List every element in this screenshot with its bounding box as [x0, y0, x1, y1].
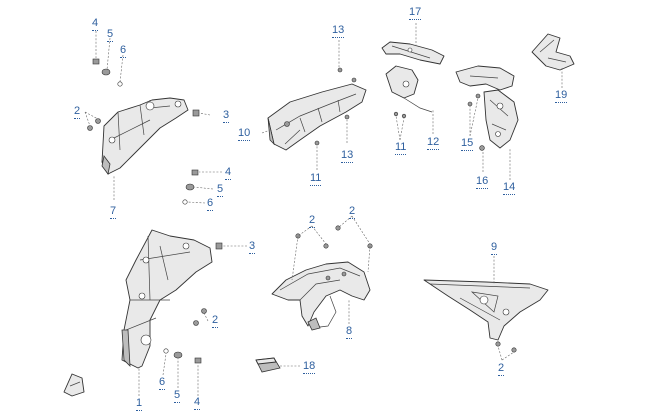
part-9-chain-guard[interactable]: [423, 279, 549, 341]
part-1-small-clip[interactable]: [63, 373, 85, 397]
callout-3-lower[interactable]: 3: [249, 240, 256, 254]
fastener-4-lower[interactable]: [194, 357, 202, 364]
callout-6-mid[interactable]: 6: [207, 197, 214, 211]
fastener-6-mid[interactable]: [182, 199, 188, 205]
fastener-2-lower-left[interactable]: [193, 308, 207, 326]
callout-11-left[interactable]: 11: [310, 172, 322, 186]
part-8-front-fender[interactable]: [271, 261, 371, 331]
callout-11-right[interactable]: 11: [395, 141, 407, 155]
callout-2-chain-guard[interactable]: 2: [498, 362, 505, 376]
fastener-5-lower[interactable]: [173, 351, 183, 359]
callout-2-fender-right[interactable]: 2: [349, 205, 356, 219]
callout-12[interactable]: 12: [427, 136, 440, 150]
callout-9[interactable]: 9: [491, 241, 498, 255]
fastener-4-mid[interactable]: [191, 169, 199, 176]
callout-4-lower[interactable]: 4: [194, 396, 201, 410]
fastener-5-mid[interactable]: [185, 183, 195, 191]
callout-13-lower[interactable]: 13: [341, 149, 354, 163]
callout-2-lower-left[interactable]: 2: [212, 314, 219, 328]
fastener-3-lower[interactable]: [215, 242, 223, 250]
callout-2-upper[interactable]: 2: [74, 105, 81, 119]
fastener-13-lower[interactable]: [344, 114, 350, 120]
fastener-11-left[interactable]: [314, 140, 320, 146]
callout-18[interactable]: 18: [303, 360, 316, 374]
part-12-plate-holder[interactable]: [385, 65, 433, 113]
callout-14[interactable]: 14: [503, 181, 516, 195]
fastener-2-upper[interactable]: [87, 118, 101, 131]
part-1-main-side-panel[interactable]: [121, 229, 213, 369]
fastener-6-lower[interactable]: [163, 348, 169, 354]
callout-2-fender-left[interactable]: 2: [309, 214, 316, 228]
fastener-5-upper[interactable]: [101, 68, 111, 76]
fastener-11-right[interactable]: [393, 111, 407, 119]
fastener-6-upper[interactable]: [117, 81, 123, 87]
callout-4-mid[interactable]: 4: [225, 166, 232, 180]
callout-4-upper[interactable]: 4: [92, 17, 99, 31]
callout-16[interactable]: 16: [476, 175, 489, 189]
callout-7[interactable]: 7: [110, 205, 117, 219]
callout-13-upper[interactable]: 13: [332, 24, 345, 38]
callout-5-upper[interactable]: 5: [107, 28, 114, 42]
callout-10[interactable]: 10: [238, 127, 251, 141]
callout-5-mid[interactable]: 5: [217, 183, 224, 197]
part-14-tail-section[interactable]: [455, 65, 519, 149]
fastener-15[interactable]: [467, 93, 481, 107]
fastener-2-fender-right[interactable]: [335, 225, 373, 249]
callout-8[interactable]: 8: [346, 325, 353, 339]
part-19-small-bracket[interactable]: [531, 33, 575, 71]
part-10-rear-mudguard[interactable]: [267, 77, 367, 151]
fastener-2-chain-guard[interactable]: [495, 341, 517, 353]
callout-3-upper[interactable]: 3: [223, 109, 230, 123]
part-7-upper-side-bracket[interactable]: [101, 97, 189, 175]
fastener-16[interactable]: [479, 145, 485, 151]
callout-5-lower[interactable]: 5: [174, 389, 181, 403]
callout-15[interactable]: 15: [461, 137, 474, 151]
fastener-13-upper[interactable]: [337, 67, 343, 73]
part-17-plate-bracket[interactable]: [381, 41, 445, 65]
callout-6-lower[interactable]: 6: [159, 376, 166, 390]
callout-6-upper[interactable]: 6: [120, 44, 127, 58]
part-18-foam-strip[interactable]: [255, 357, 281, 373]
fastener-3-upper[interactable]: [192, 109, 200, 117]
callout-19[interactable]: 19: [555, 89, 568, 103]
fastener-4-upper[interactable]: [92, 58, 100, 65]
callout-17[interactable]: 17: [409, 6, 422, 20]
callout-1[interactable]: 1: [136, 397, 143, 411]
